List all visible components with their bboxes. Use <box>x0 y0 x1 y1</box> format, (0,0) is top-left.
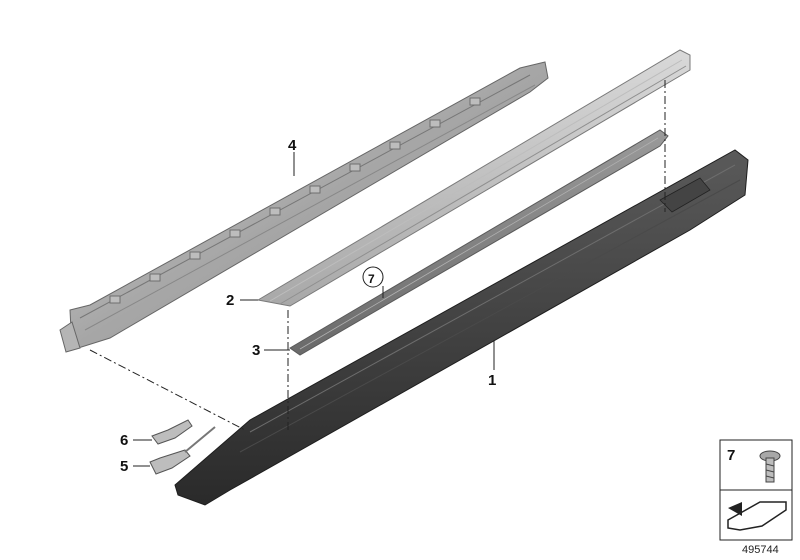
callout-2: 2 <box>226 292 234 309</box>
callout-6: 6 <box>120 432 128 449</box>
part-5-clip <box>149 426 216 475</box>
reference-number: 495744 <box>742 544 779 556</box>
part-6-clip <box>151 419 193 445</box>
inset-box: 7 <box>719 439 793 541</box>
part-4-carrier <box>59 61 549 353</box>
callout-3: 3 <box>252 342 260 359</box>
callout-1: 1 <box>488 372 496 389</box>
callout-4: 4 <box>288 137 297 154</box>
callout-7: 7 <box>368 272 375 286</box>
screw-icon <box>759 450 781 483</box>
callout-7-circle <box>362 266 384 288</box>
part-3-seal <box>289 129 669 356</box>
assembly-lines <box>89 80 666 432</box>
leader-lines <box>133 152 495 467</box>
callout-labels: 4 2 3 1 6 5 7 <box>120 137 496 475</box>
inset-label: 7 <box>727 447 735 464</box>
part-2-trim-strip <box>256 49 691 307</box>
arrow-symbol-icon <box>727 501 787 531</box>
callout-5: 5 <box>120 458 128 475</box>
part-1-sill-panel <box>174 149 749 506</box>
